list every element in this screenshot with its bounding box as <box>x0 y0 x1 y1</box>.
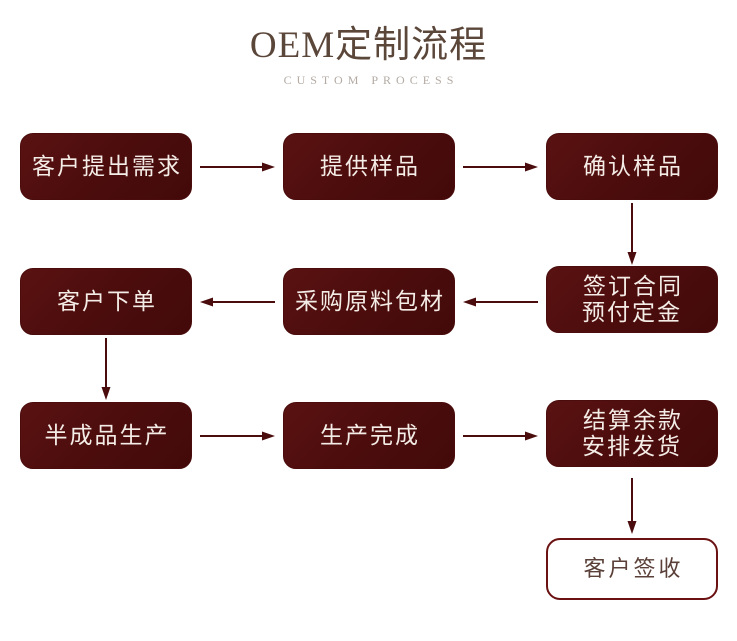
chart-header: OEM定制流程 CUSTOM PROCESS <box>0 24 737 87</box>
flow-node-customer-order[interactable]: 客户下单 <box>20 268 192 335</box>
flow-node-label: 结算余款 安排发货 <box>582 407 683 459</box>
flow-node-label: 生产完成 <box>320 422 420 448</box>
flow-node-label: 采购原料包材 <box>295 288 445 314</box>
flow-node-purchase-materials[interactable]: 采购原料包材 <box>283 268 455 335</box>
flow-node-label: 客户提出需求 <box>32 153 182 179</box>
flow-node-customer-request[interactable]: 客户提出需求 <box>20 133 192 200</box>
arrow-left-2 <box>463 292 538 312</box>
arrow-left-1 <box>200 292 275 312</box>
arrow-right-3 <box>200 426 275 446</box>
arrow-right-4 <box>463 426 538 446</box>
page-title: OEM定制流程 <box>249 25 488 66</box>
arrow-down-3 <box>622 478 642 534</box>
flow-node-provide-sample[interactable]: 提供样品 <box>283 133 455 200</box>
flow-node-customer-receipt[interactable]: 客户签收 <box>546 538 718 600</box>
arrow-down-2 <box>96 338 116 400</box>
flow-node-semi-finished-production[interactable]: 半成品生产 <box>20 402 192 469</box>
flow-node-label: 客户下单 <box>57 288 157 314</box>
flow-node-label: 客户签收 <box>583 556 684 581</box>
flow-node-settle-balance-ship[interactable]: 结算余款 安排发货 <box>546 400 718 467</box>
flow-node-confirm-sample[interactable]: 确认样品 <box>546 133 718 200</box>
flow-node-sign-contract[interactable]: 签订合同 预付定金 <box>546 266 718 333</box>
arrow-down-1 <box>622 203 642 265</box>
flow-node-label: 提供样品 <box>320 153 420 179</box>
arrow-right-2 <box>463 157 538 177</box>
flow-node-production-complete[interactable]: 生产完成 <box>283 402 455 469</box>
flow-node-label: 半成品生产 <box>44 422 170 448</box>
flow-node-label: 确认样品 <box>583 153 683 179</box>
flow-node-label: 签订合同 预付定金 <box>582 273 683 325</box>
arrow-right-1 <box>200 157 275 177</box>
page-subtitle: CUSTOM PROCESS <box>283 73 459 87</box>
